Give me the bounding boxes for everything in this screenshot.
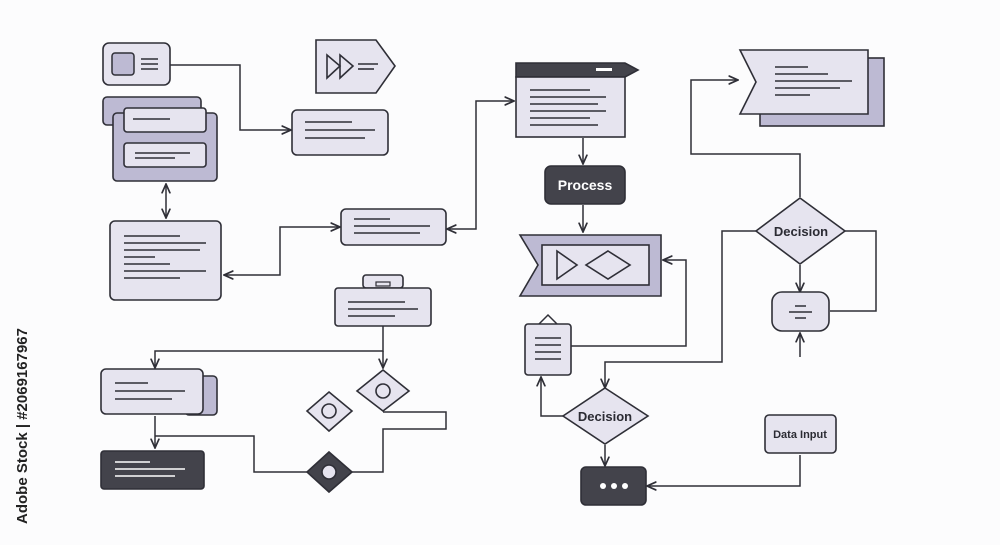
left-stacked-lines (115, 382, 185, 400)
diamond-circle-node-upper[interactable] (355, 368, 411, 413)
more-dots-icon (600, 483, 628, 489)
connector-toolbox-to-left (155, 326, 384, 368)
diamond-circle-node-left[interactable] (305, 390, 354, 433)
connectors (155, 64, 877, 486)
stacked-windows-node[interactable] (102, 96, 218, 182)
middle-text-lines (354, 218, 430, 234)
process-label: Process (558, 177, 613, 193)
process-node[interactable]: Process (544, 165, 626, 205)
window-lines (530, 89, 606, 126)
data-input-node[interactable]: Data Input (764, 414, 837, 454)
connector-mid-to-window (447, 101, 514, 229)
fast-forward-tag-icon (326, 53, 378, 80)
clipboard-node[interactable] (524, 313, 572, 376)
decision-center-label: Decision (578, 409, 632, 424)
flag-lines (775, 66, 852, 96)
connector-doc-to-mid (224, 227, 340, 275)
connector-card-to-note (170, 64, 291, 130)
dark-box-lines (115, 461, 185, 477)
middle-text-box-node[interactable] (340, 208, 447, 246)
decision-center-node[interactable]: Decision (561, 387, 650, 445)
document-box-node[interactable] (109, 220, 222, 301)
note-box-node[interactable] (291, 109, 389, 156)
id-card-node[interactable] (102, 42, 171, 86)
connector-right-loop-to-flag (690, 80, 801, 197)
stock-id-label: Adobe Stock | #206916796​7 (14, 328, 31, 524)
connector-datainput-to-dots (647, 455, 801, 486)
terminator-node[interactable] (771, 291, 830, 332)
side-watermark: Adobe Stock | #206916796​7 (14, 328, 31, 524)
connector-decision-right-to-center (605, 230, 758, 388)
decision-right-label: Decision (774, 224, 828, 239)
terminator-lines (789, 305, 812, 319)
connector-left-to-bottom-diamond (155, 435, 307, 473)
connector-decision-right-loop (830, 230, 877, 312)
flag-banner-node[interactable] (738, 49, 885, 127)
play-diamond-icon (556, 249, 632, 281)
clipboard-icon (535, 313, 561, 360)
circle-icon (321, 403, 337, 419)
connector-bottom-diamond-out (352, 411, 447, 473)
decision-right-node[interactable]: Decision (754, 197, 847, 265)
id-card-icon (111, 52, 158, 76)
note-lines (305, 121, 375, 139)
data-input-label: Data Input (773, 429, 827, 441)
circle-icon (375, 383, 391, 399)
document-lines (124, 235, 206, 279)
toolbox-node[interactable] (334, 274, 432, 327)
more-dots-node[interactable] (580, 466, 647, 506)
circle-icon (321, 464, 337, 480)
left-stacked-box-node[interactable] (100, 368, 218, 416)
play-banner-node[interactable] (518, 234, 662, 297)
connector-clipboard-to-banner (571, 260, 687, 347)
connector-decision-to-clipboard (541, 377, 565, 417)
dark-text-box-node[interactable] (100, 450, 205, 490)
diamond-circle-node-dark[interactable] (305, 450, 354, 494)
window-node[interactable] (515, 62, 640, 138)
fast-forward-tag-node[interactable] (315, 39, 396, 94)
toolbox-lines (348, 301, 418, 317)
